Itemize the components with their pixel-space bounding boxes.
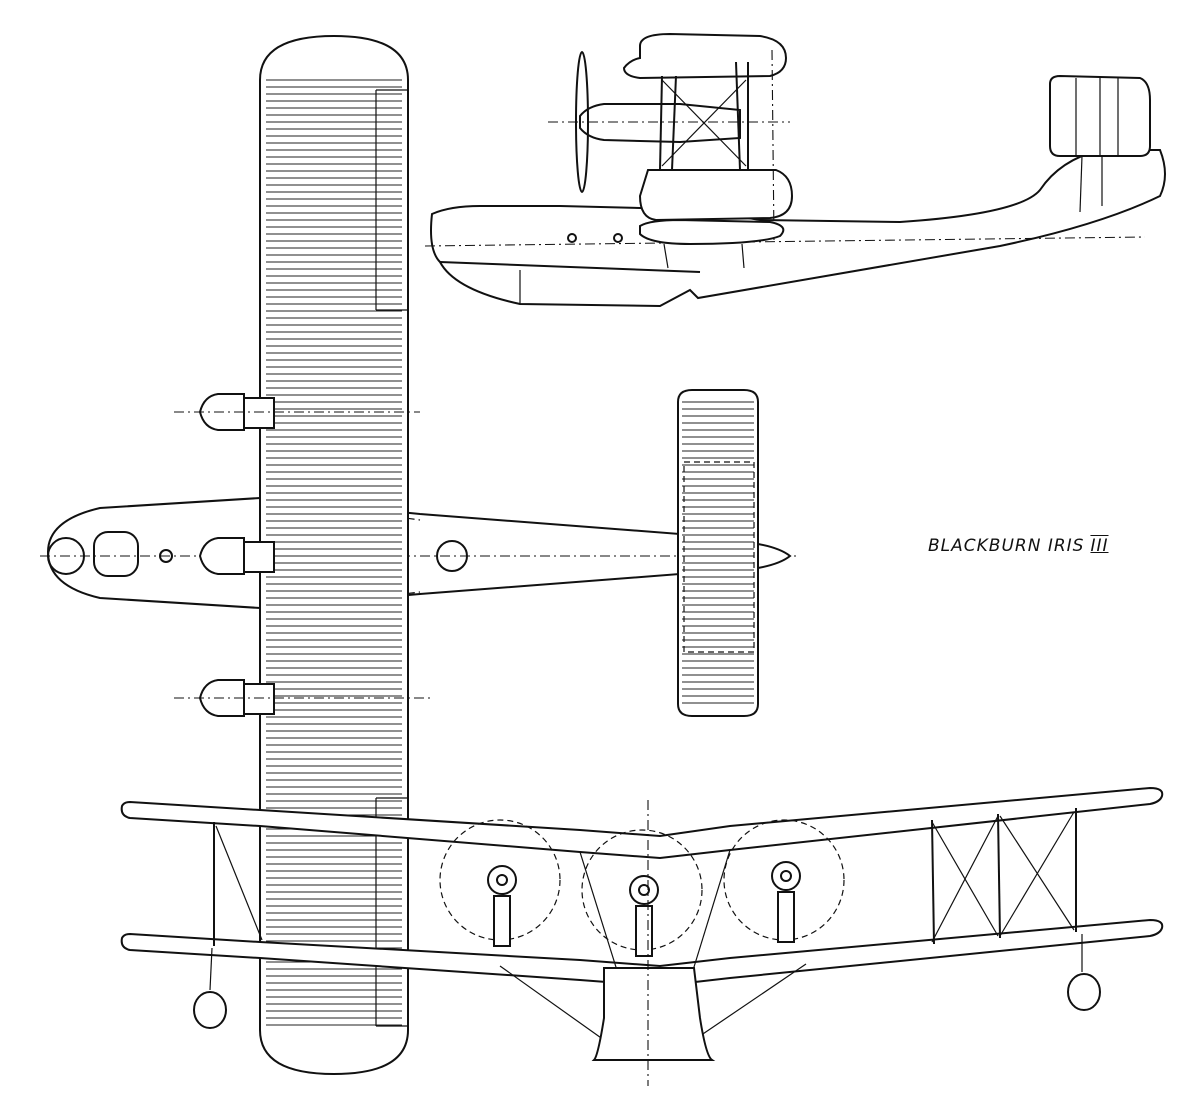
side-lower-wing [638, 169, 794, 222]
aircraft-title: BLACKBURN IRIS III [928, 536, 1109, 556]
front-engine-starboard [771, 861, 801, 943]
aircraft-name: BLACKBURN IRIS [928, 536, 1085, 556]
front-elevation-view [120, 786, 1164, 1086]
side-hull [430, 149, 1166, 308]
front-float-starboard [1067, 934, 1101, 1011]
plan-view [40, 34, 800, 1076]
plan-tailplane [677, 389, 759, 717]
front-engine-port [487, 865, 517, 947]
front-float-port [193, 947, 227, 1029]
side-upper-wing [622, 32, 788, 80]
side-elevation-view [424, 32, 1166, 308]
front-engine-center [629, 875, 659, 957]
aircraft-mark-numeral: III [1090, 536, 1109, 556]
plan-engine-center [198, 537, 275, 575]
front-upper-wing [120, 786, 1164, 860]
plan-engine-starboard [174, 679, 430, 717]
plan-engine-port [174, 393, 420, 431]
plan-cockpit [93, 531, 139, 577]
front-hull [591, 967, 716, 1061]
side-float [639, 218, 785, 246]
